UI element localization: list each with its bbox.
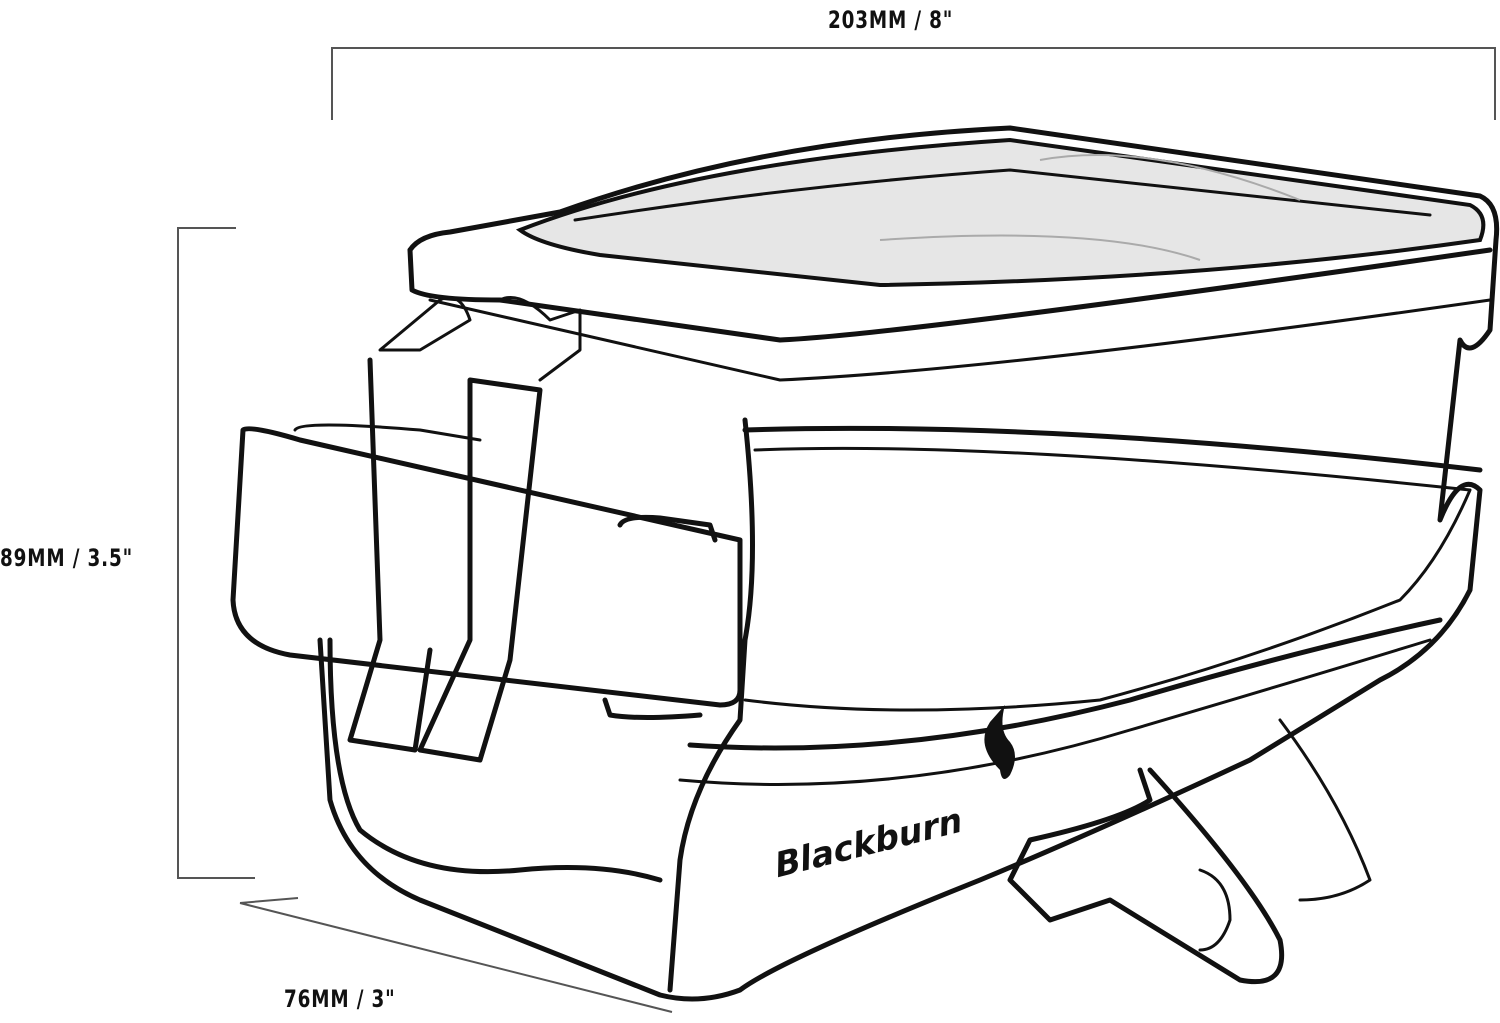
front-strap [230, 423, 743, 720]
length-label: 203MM / 8" [828, 6, 954, 34]
zipper-pulls [347, 296, 582, 763]
brand-logo: Blackburn [775, 800, 963, 887]
phone-window [515, 137, 1486, 288]
width-dimension-line [239, 897, 673, 1013]
brand-flame-icon [984, 705, 1015, 779]
height-label: 89MM / 3.5" [0, 544, 133, 572]
width-label: 76MM / 3" [284, 985, 396, 1013]
length-dimension-line [331, 47, 1496, 120]
mount-strap [1007, 718, 1372, 985]
height-dimension-line [177, 227, 255, 879]
